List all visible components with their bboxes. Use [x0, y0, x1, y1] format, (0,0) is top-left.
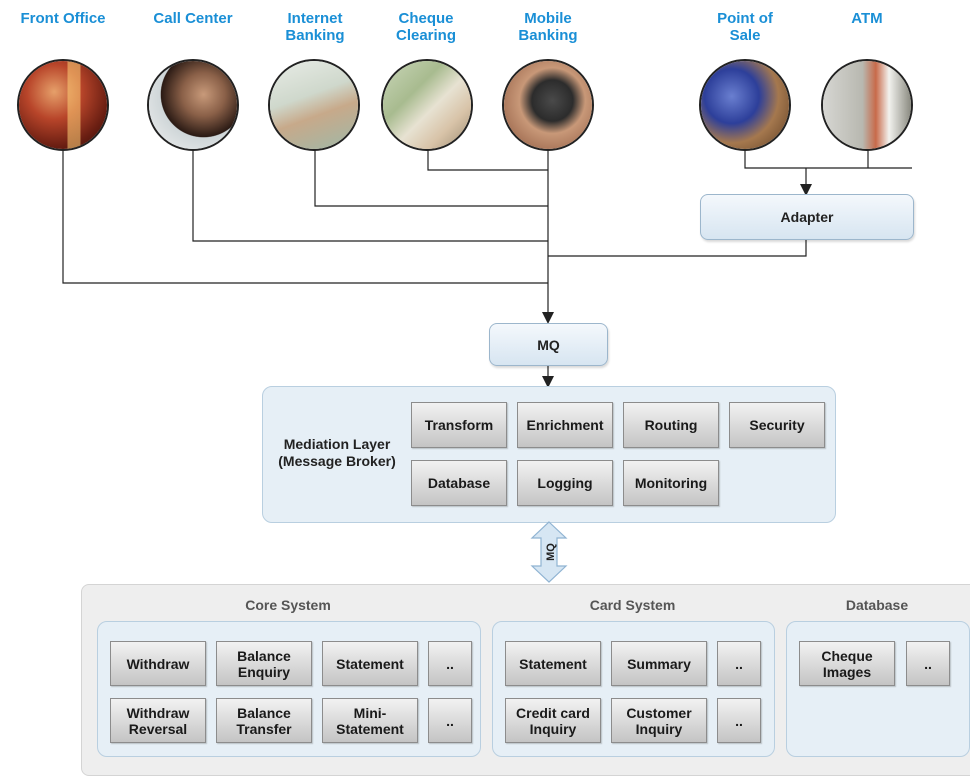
- database-title: Database: [845, 597, 909, 613]
- channel-label-cheque-clearing: Cheque Clearing: [395, 10, 456, 44]
- channel-label-point-of-sale: Point of Sale: [717, 10, 773, 44]
- channel-label-mobile-banking: Mobile Banking: [518, 10, 578, 44]
- call-center-photo: [147, 59, 239, 151]
- summary-service: Summary: [611, 641, 707, 686]
- database-more-button[interactable]: ..: [906, 641, 950, 686]
- mobile-banking-photo: [502, 59, 594, 151]
- mq-arrow-label: MQ: [545, 543, 557, 561]
- mq-bidirectional-arrow: MQ: [530, 521, 568, 583]
- cheque-images-store: Cheque Images: [799, 641, 895, 686]
- security-module: Security: [729, 402, 825, 448]
- cheque-clearing-photo: [381, 59, 473, 151]
- monitoring-module: Monitoring: [623, 460, 719, 506]
- core-more-button-2[interactable]: ..: [428, 698, 472, 743]
- cheque-clearing-connector: [427, 150, 548, 171]
- database-module: Database: [411, 460, 507, 506]
- core-system-title: Core System: [245, 597, 331, 613]
- customer-inquiry-service: Customer Inquiry: [611, 698, 707, 743]
- mediation-layer-title: Mediation Layer (Message Broker): [278, 436, 396, 469]
- card-more-button-2[interactable]: ..: [717, 698, 761, 743]
- mq-box: MQ: [489, 323, 608, 366]
- channel-label-call-center: Call Center: [153, 10, 233, 27]
- enrichment-module: Enrichment: [517, 402, 613, 448]
- credit-card-inquiry-service: Credit card Inquiry: [505, 698, 601, 743]
- card-system-title: Card System: [589, 597, 676, 613]
- card-more-button-1[interactable]: ..: [717, 641, 761, 686]
- atm-photo: [821, 59, 913, 151]
- balance-enquiry-service: Balance Enquiry: [216, 641, 312, 686]
- withdraw-reversal-service: Withdraw Reversal: [110, 698, 206, 743]
- routing-module: Routing: [623, 402, 719, 448]
- internet-banking-photo: [268, 59, 360, 151]
- adapter-box: Adapter: [700, 194, 914, 240]
- balance-transfer-service: Balance Transfer: [216, 698, 312, 743]
- front-office-photo: [17, 59, 109, 151]
- front-office-connector: [62, 150, 548, 284]
- mini-statement-service: Mini- Statement: [322, 698, 418, 743]
- core-more-button-1[interactable]: ..: [428, 641, 472, 686]
- statement-service: Statement: [322, 641, 418, 686]
- logging-module: Logging: [517, 460, 613, 506]
- point-of-sale-photo: [699, 59, 791, 151]
- pos-connector: [744, 150, 912, 169]
- channel-label-atm: ATM: [851, 10, 883, 27]
- channel-label-front-office: Front Office: [20, 10, 106, 27]
- internet-banking-connector: [314, 150, 548, 207]
- channel-label-internet-banking: Internet Banking: [285, 10, 345, 44]
- withdraw-service: Withdraw: [110, 641, 206, 686]
- adapter-connector: [548, 240, 807, 257]
- call-center-connector: [192, 150, 548, 242]
- card-statement-service: Statement: [505, 641, 601, 686]
- transform-module: Transform: [411, 402, 507, 448]
